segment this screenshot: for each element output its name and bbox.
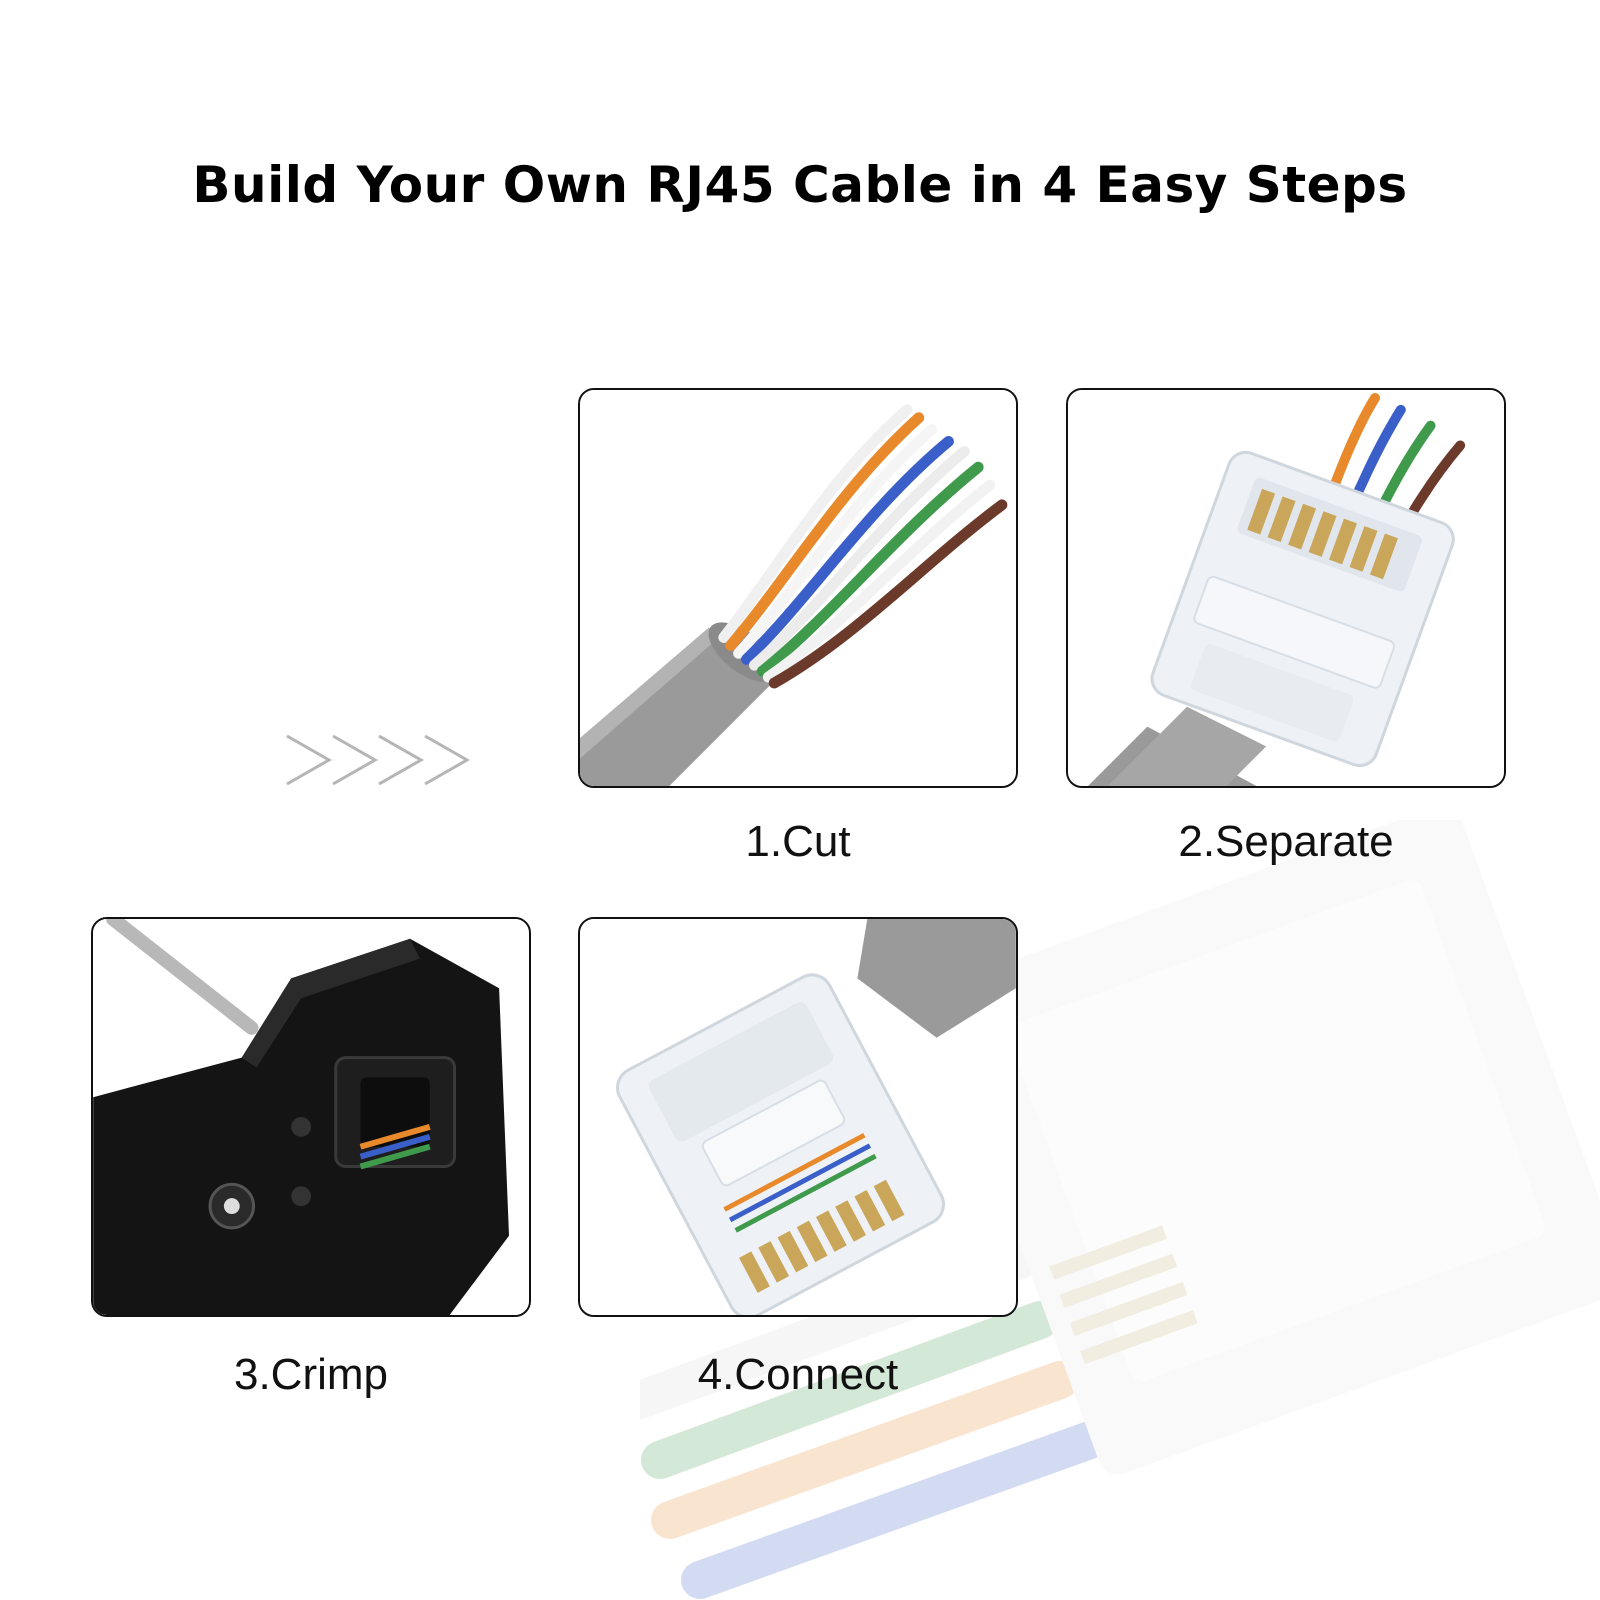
step-2-caption: 2.Separate bbox=[1178, 817, 1394, 866]
step-1-cut-image bbox=[578, 388, 1018, 788]
page-title: Build Your Own RJ45 Cable in 4 Easy Step… bbox=[192, 156, 1408, 214]
background-connector-illustration bbox=[640, 820, 1600, 1599]
step-4-connect-image bbox=[578, 917, 1018, 1317]
chevron-right-icon bbox=[286, 734, 471, 786]
step-4-caption: 4.Connect bbox=[697, 1350, 899, 1399]
step-1-caption: 1.Cut bbox=[745, 817, 851, 866]
step-2-separate-image bbox=[1066, 388, 1506, 788]
step-3-crimp-image bbox=[91, 917, 531, 1317]
step-3-caption: 3.Crimp bbox=[233, 1350, 389, 1399]
